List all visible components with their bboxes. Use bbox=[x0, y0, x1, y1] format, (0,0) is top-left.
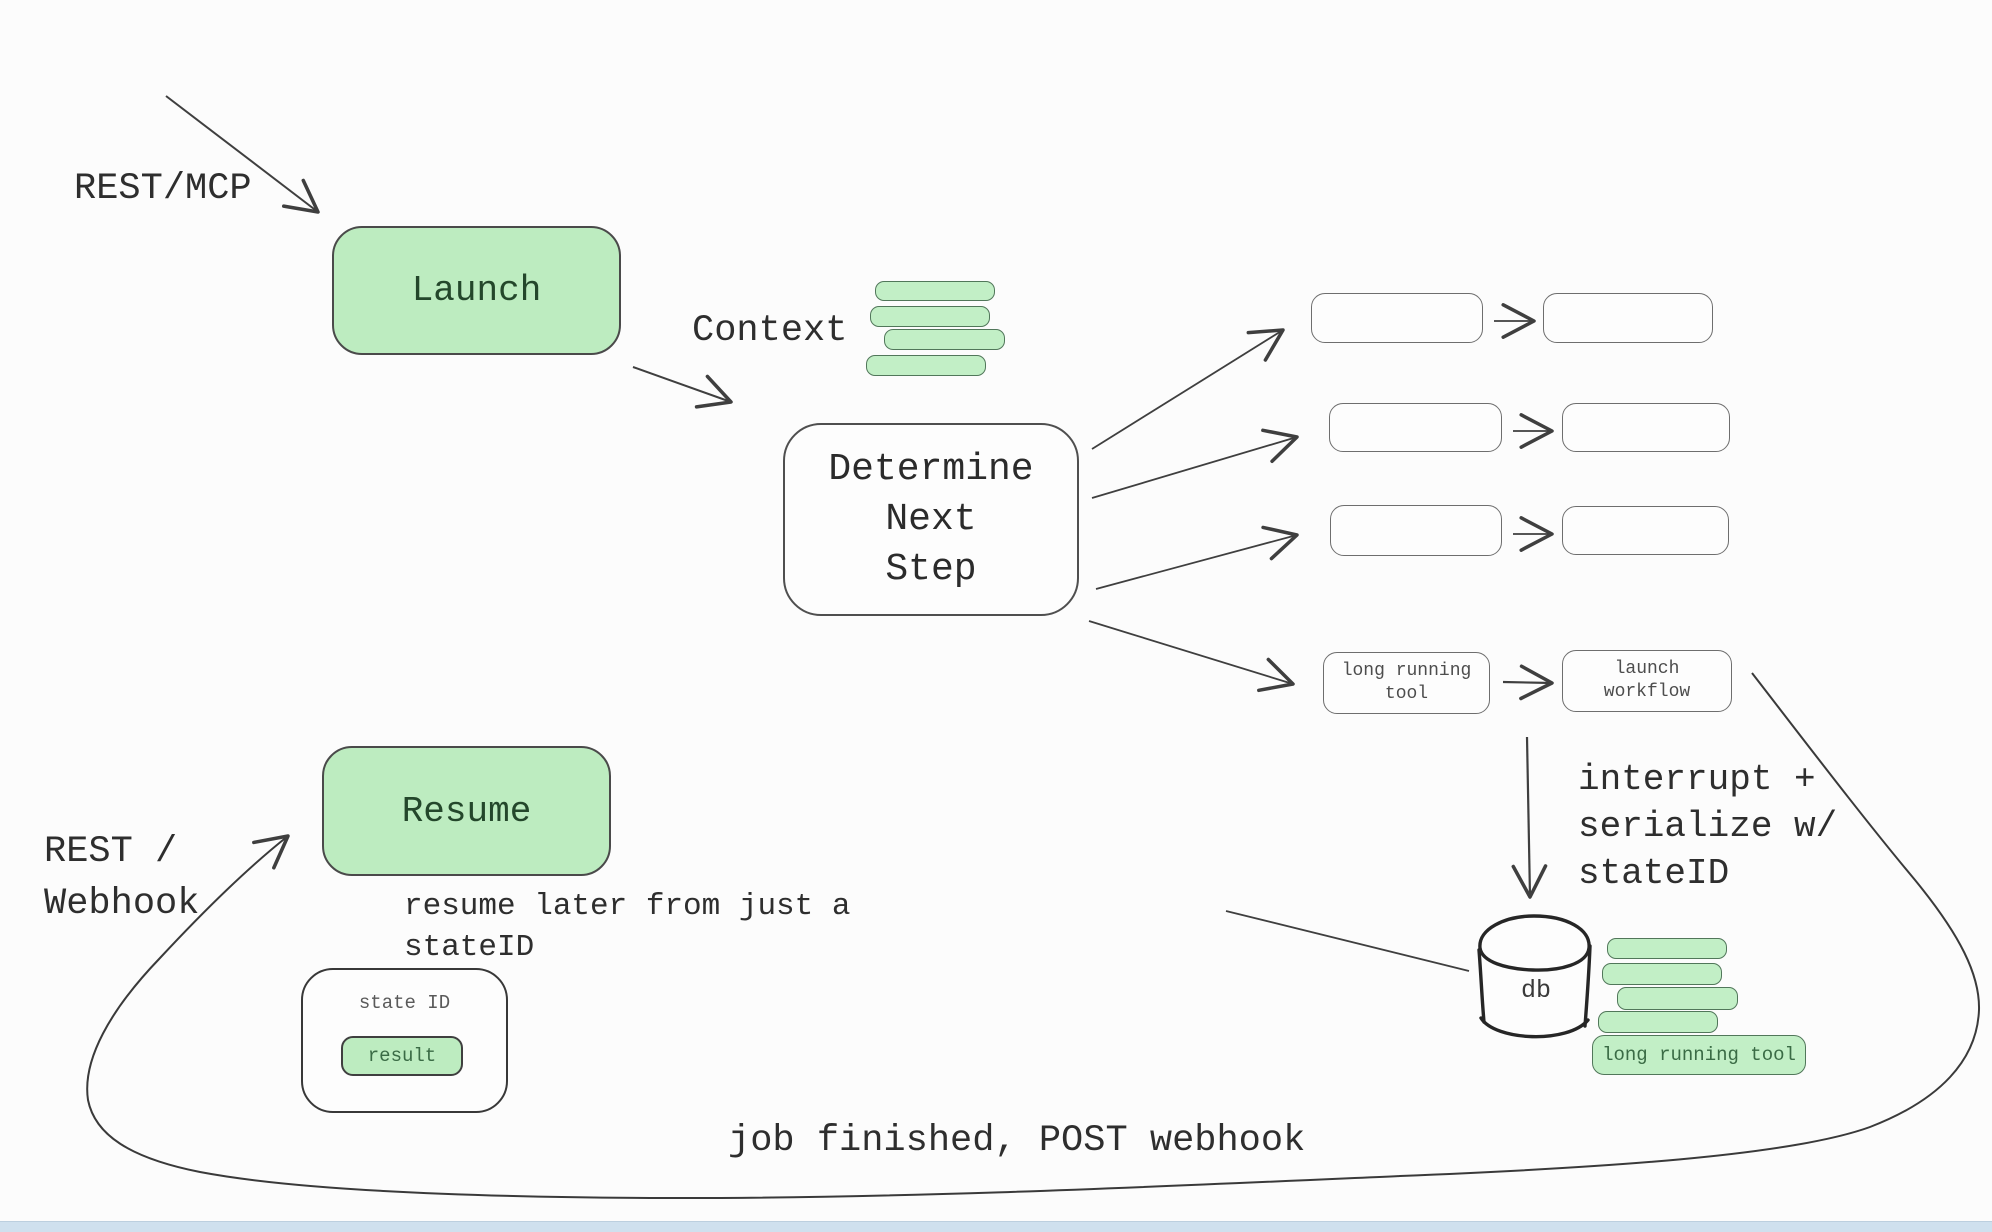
pair-arrow-4 bbox=[1502, 664, 1554, 701]
context-label: Context bbox=[692, 310, 848, 352]
launch-workflow-line-2: workflow bbox=[1603, 682, 1691, 702]
rest-webhook-line-2: Webhook bbox=[44, 883, 200, 925]
db-stack-bar bbox=[1602, 963, 1722, 985]
rest-webhook-label: REST / Webhook bbox=[44, 826, 199, 930]
resume-later-label: resume later from just a stateID bbox=[404, 886, 850, 968]
result-chip: result bbox=[341, 1036, 463, 1076]
db-stack-bar bbox=[1607, 938, 1727, 959]
context-stack-bar bbox=[866, 355, 986, 376]
fanout-arrow-1 bbox=[1091, 328, 1285, 450]
step-box-row3-left bbox=[1330, 505, 1502, 556]
determine-line-3: Step bbox=[885, 547, 977, 591]
long-running-tool-line-2: tool bbox=[1384, 684, 1429, 704]
launch-workflow-box: launch workflow bbox=[1562, 650, 1732, 712]
bottom-window-edge bbox=[0, 1221, 1992, 1232]
serialize-down-arrow bbox=[1511, 736, 1548, 899]
rest-webhook-line-1: REST / bbox=[44, 831, 178, 873]
line-to-db bbox=[1225, 910, 1470, 972]
state-id-label: state ID bbox=[358, 992, 451, 1014]
resume-node: Resume bbox=[322, 746, 611, 876]
determine-line-2: Next bbox=[885, 497, 977, 541]
resume-later-line-1: resume later from just a bbox=[404, 889, 851, 924]
fanout-arrow-3 bbox=[1095, 525, 1299, 590]
determine-line-1: Determine bbox=[828, 447, 1034, 491]
launch-to-determine-arrow bbox=[632, 366, 733, 409]
step-box-row1-right bbox=[1543, 293, 1713, 343]
context-stack-bar bbox=[875, 281, 995, 301]
step-box-row1-left bbox=[1311, 293, 1483, 343]
job-finished-label: job finished, POST webhook bbox=[728, 1120, 1306, 1162]
launch-workflow-line-1: launch bbox=[1614, 659, 1680, 679]
long-running-tool-line-1: long running bbox=[1341, 661, 1472, 681]
step-box-row2-right bbox=[1562, 403, 1730, 452]
context-stack-bar bbox=[884, 329, 1005, 350]
db-label: db bbox=[1520, 976, 1551, 1005]
interrupt-line-1: interrupt + bbox=[1578, 759, 1816, 800]
state-id-box: state ID result bbox=[301, 968, 508, 1113]
step-box-row3-right bbox=[1562, 506, 1729, 555]
db-stack-bar bbox=[1598, 1011, 1718, 1033]
launch-node: Launch bbox=[332, 226, 621, 355]
rest-mcp-label: REST/MCP bbox=[74, 168, 252, 210]
step-box-row2-left bbox=[1329, 403, 1502, 452]
interrupt-line-3: stateID bbox=[1578, 853, 1730, 894]
long-running-tool-bar: long running tool bbox=[1592, 1035, 1806, 1075]
interrupt-line-2: serialize w/ bbox=[1578, 806, 1838, 847]
context-stack-bar bbox=[870, 306, 990, 327]
long-running-tool-box: long running tool bbox=[1323, 652, 1490, 714]
db-stack-bar bbox=[1617, 987, 1738, 1010]
fanout-arrow-4 bbox=[1088, 620, 1295, 693]
interrupt-serialize-label: interrupt + serialize w/stateID bbox=[1578, 756, 1837, 897]
resume-later-line-2: stateID bbox=[404, 930, 535, 965]
fanout-arrow-2 bbox=[1091, 428, 1299, 499]
